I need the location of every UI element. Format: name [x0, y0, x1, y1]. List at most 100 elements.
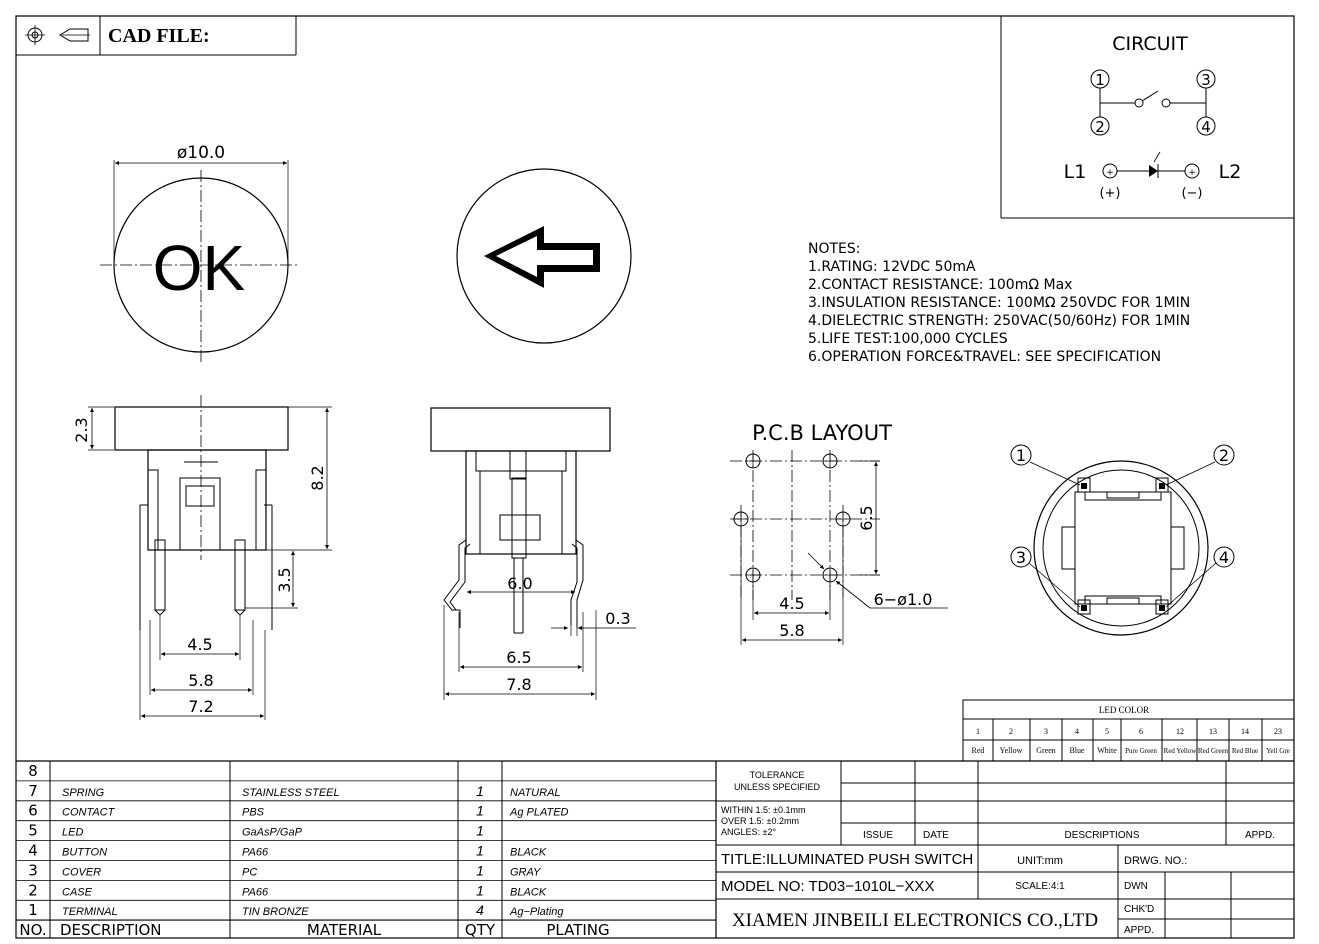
l1-label: L1	[1064, 161, 1087, 183]
dim-5-8: 5.8	[188, 671, 213, 690]
dim-4-5: 4.5	[187, 635, 212, 654]
bom-cell-no: 6	[28, 802, 38, 820]
bom-cell-qty: 1	[476, 882, 484, 898]
front-view: 6.0 0.3 6.5 7.8	[430, 407, 636, 700]
bom-cell-plating: BLACK	[510, 847, 547, 859]
bom-cell-mat: PC	[242, 866, 257, 878]
led-code: 5	[1105, 727, 1109, 736]
led-code: 12	[1176, 727, 1184, 736]
bom-cell-plating: NATURAL	[510, 787, 561, 799]
bom-cell-plating: Ag PLATED	[509, 807, 569, 819]
bom-cell-mat: TIN BRONZE	[242, 906, 309, 918]
dim-0-3: 0.3	[605, 609, 630, 628]
top-view-ok-cap: OK ø10.0	[100, 143, 300, 365]
bom-cell-no: 8	[28, 762, 38, 780]
pcb-layout: P.C.B LAYOUT 6.5 6−ø1.0 4.5 5.8	[730, 421, 948, 645]
appd-label-2: APPD.	[1124, 925, 1154, 936]
bom-cell-mat: PA66	[242, 847, 269, 859]
led-name: White	[1097, 746, 1117, 755]
bom-cell-plating: BLACK	[510, 886, 547, 898]
dim-6-5: 6.5	[506, 648, 531, 667]
led-name: Red Blue	[1232, 747, 1258, 755]
pcb-holes-label: 6−ø1.0	[874, 590, 933, 609]
led-code: 2	[1009, 727, 1013, 736]
unit-label: UNIT:mm	[1017, 855, 1063, 867]
descriptions-label: DESCRIPTIONS	[1064, 830, 1139, 841]
led-name: Yell Gre	[1266, 747, 1290, 755]
dim-6-0: 6.0	[507, 574, 532, 593]
bom-cell-desc: CASE	[62, 886, 93, 898]
pcb-dim-5-8: 5.8	[779, 621, 804, 640]
note-line-3: 3.INSULATION RESISTANCE: 100MΩ 250VDC FO…	[808, 295, 1190, 311]
circuit-pin-4: 4	[1201, 118, 1211, 136]
top-view-arrow-cap	[456, 168, 632, 344]
drawing-title: TITLE:ILLUMINATED PUSH SWITCH	[721, 851, 973, 868]
bom-cell-no: 5	[28, 822, 38, 840]
bom-cell-plating: GRAY	[510, 866, 541, 878]
bom-header-no: NO.	[19, 921, 46, 939]
bottom-pin-3: 3	[1016, 548, 1026, 567]
circuit-pin-1: 1	[1095, 71, 1105, 89]
pcb-dim-4-5: 4.5	[779, 594, 804, 613]
bom-cell-qty: 1	[476, 803, 484, 819]
tolerance-angles: ANGLES: ±2°	[721, 827, 776, 837]
led-code: 23	[1274, 727, 1282, 736]
model-no: MODEL NO: TD03−1010L−XXX	[721, 878, 934, 895]
bottom-pin-2: 2	[1219, 446, 1229, 465]
bom-cell-qty: 1	[476, 783, 484, 799]
bom-cell-qty: 1	[476, 823, 484, 839]
pcb-dim-6-5: 6.5	[857, 505, 876, 530]
bom-cell-desc: CONTACT	[62, 807, 116, 819]
led-code: 3	[1044, 727, 1048, 736]
dwn-label: DWN	[1124, 881, 1148, 892]
bottom-view: 1 2 3 4	[1010, 444, 1235, 636]
l2-label: L2	[1219, 161, 1242, 183]
bom-header-qty: QTY	[465, 921, 496, 939]
cad-file-label: CAD FILE:	[108, 25, 210, 47]
note-line-6: 6.OPERATION FORCE&TRAVEL: SEE SPECIFICAT…	[808, 349, 1161, 365]
bom-cell-no: 3	[28, 861, 38, 879]
bom-cell-no: 1	[28, 901, 38, 919]
bom-cell-desc: LED	[62, 827, 83, 839]
led-name: Yellow	[1000, 746, 1023, 755]
bottom-pin-4: 4	[1219, 548, 1229, 567]
led-code: 4	[1075, 727, 1079, 736]
pcb-title: P.C.B LAYOUT	[752, 421, 892, 445]
cad-file-box: CAD FILE:	[16, 16, 297, 56]
bom-cell-no: 7	[28, 782, 38, 800]
dim-2-3: 2.3	[72, 417, 91, 442]
circuit-title: CIRCUIT	[1112, 33, 1188, 55]
bom-cell-no: 2	[28, 881, 38, 899]
minus-label: (−)	[1181, 186, 1202, 201]
scale-label: SCALE:4:1	[1015, 881, 1065, 892]
led-symbol: L1 + + L2 (+) (−)	[1064, 151, 1242, 201]
bom-cell-desc: COVER	[62, 866, 101, 878]
circuit-pin-3: 3	[1201, 71, 1211, 89]
switch-symbol: 1 2 3 4	[1090, 69, 1216, 136]
drwg-no-label: DRWG. NO.:	[1124, 855, 1187, 867]
bom-cell-mat: PBS	[242, 807, 265, 819]
led-code: 13	[1209, 727, 1217, 736]
led-name: Green	[1036, 746, 1056, 755]
tolerance-within: WITHIN 1.5: ±0.1mm	[721, 805, 805, 815]
bom-cell-mat: GaAsP/GaP	[242, 827, 303, 839]
bom-cell-qty: 4	[476, 902, 484, 918]
notes-title: NOTES:	[808, 241, 861, 257]
projection-symbol-icon	[25, 25, 90, 45]
note-line-5: 5.LIFE TEST:100,000 CYCLES	[808, 331, 1008, 347]
bom-cell-mat: PA66	[242, 886, 269, 898]
led-name: Red Green	[1198, 747, 1229, 755]
led-name: Blue	[1069, 746, 1085, 755]
issue-label: ISSUE	[863, 830, 893, 841]
dim-3-5: 3.5	[275, 567, 294, 592]
l2-terminal-text: +	[1188, 168, 1196, 178]
bottom-pin-1: 1	[1016, 446, 1026, 465]
circuit-pin-2: 2	[1095, 118, 1105, 136]
tolerance-over: OVER 1.5: ±0.2mm	[721, 816, 799, 826]
led-name: Pure Green	[1125, 747, 1157, 755]
bom-cell-plating: Ag−Plating	[509, 906, 564, 918]
bom-cell-desc: BUTTON	[62, 847, 107, 859]
led-code: 6	[1139, 727, 1143, 736]
